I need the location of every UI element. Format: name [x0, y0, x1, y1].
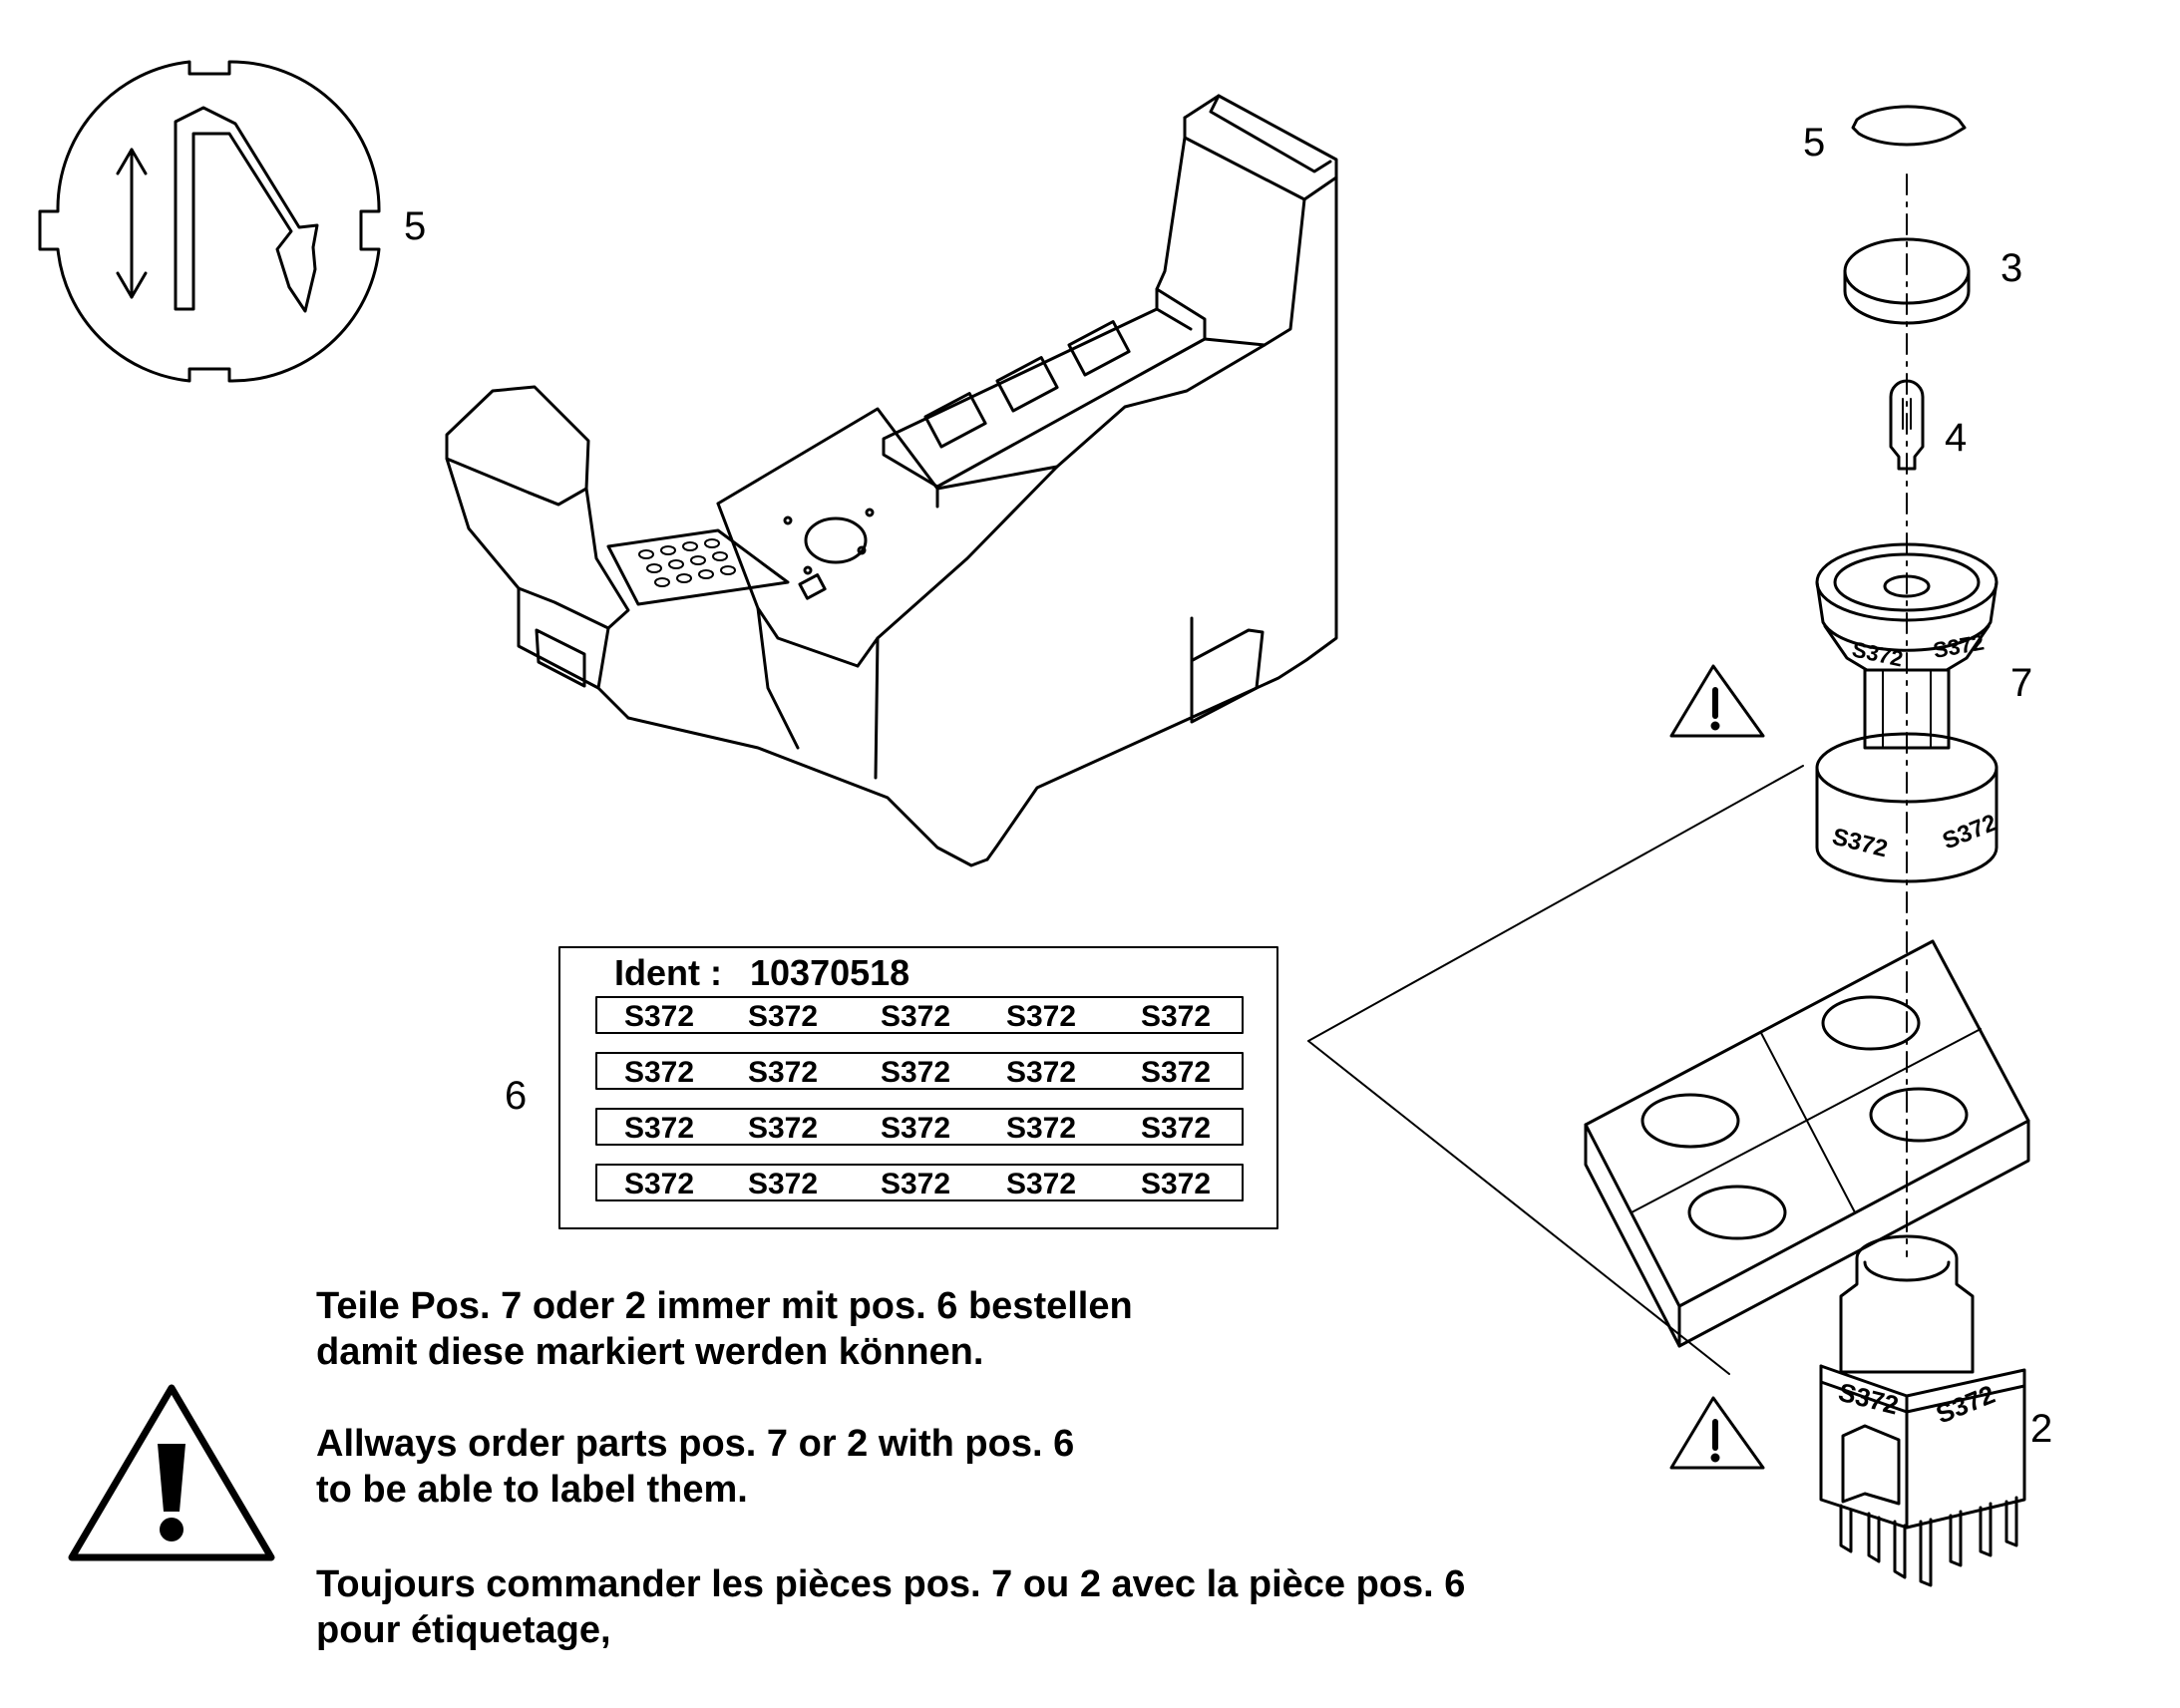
- label-cell: S372: [1006, 1112, 1076, 1145]
- part-marking: S372: [1932, 1379, 1999, 1430]
- part-marking: S372: [1836, 1377, 1902, 1421]
- part-marking: S372: [1830, 824, 1891, 863]
- label-cell: S372: [624, 1168, 694, 1200]
- label-cell: S372: [1006, 1056, 1076, 1089]
- part-marking: S372: [1939, 810, 2000, 855]
- callout-bulb: 4: [1945, 416, 1967, 460]
- note-en-line-1: Allways order parts pos. 7 or 2 with pos…: [316, 1423, 1075, 1465]
- note-en-line-2: to be able to label them.: [316, 1469, 748, 1511]
- callout-switch-module: 2: [2030, 1407, 2052, 1451]
- ident-number: 10370518: [750, 952, 909, 993]
- label-cell: S372: [1141, 1168, 1211, 1200]
- label-cell: S372: [881, 1000, 950, 1033]
- callout-cap-ring: 5: [1803, 121, 1825, 165]
- label-cell: S372: [748, 1000, 818, 1033]
- label-cell: S372: [748, 1056, 818, 1089]
- label-cell: S372: [881, 1168, 950, 1200]
- warning-triangle-icon: [1669, 664, 1765, 738]
- label-row: [595, 1164, 1244, 1201]
- label-cell: S372: [1141, 1112, 1211, 1145]
- callout-symbol-pos: 5: [404, 204, 426, 248]
- callout-lens: 3: [2000, 246, 2022, 290]
- operator-console-drawing: [445, 94, 1338, 867]
- warning-triangle-icon: [68, 1384, 275, 1561]
- label-cell: S372: [1141, 1056, 1211, 1089]
- label-cell: S372: [1006, 1168, 1076, 1200]
- label-cell: S372: [748, 1112, 818, 1145]
- note-french: Toujours commander les pièces pos. 7 ou …: [316, 1561, 1465, 1653]
- label-row: [595, 1052, 1244, 1090]
- ident-label: Ident :: [614, 952, 722, 993]
- label-cell: S372: [748, 1168, 818, 1200]
- label-cell: S372: [1006, 1000, 1076, 1033]
- note-german: Teile Pos. 7 oder 2 immer mit pos. 6 bes…: [316, 1283, 1133, 1375]
- label-cell: S372: [881, 1112, 950, 1145]
- label-row: [595, 1108, 1244, 1146]
- note-de-line-2: damit diese markiert werden können.: [316, 1331, 984, 1373]
- label-cell: S372: [624, 1056, 694, 1089]
- callout-label-sheet: 6: [505, 1074, 527, 1118]
- note-fr-line-2: pour étiquetage,: [316, 1609, 611, 1651]
- label-cell: S372: [624, 1000, 694, 1033]
- label-row: [595, 996, 1244, 1034]
- note-fr-line-1: Toujours commander les pièces pos. 7 ou …: [316, 1563, 1466, 1605]
- label-cell: S372: [881, 1056, 950, 1089]
- lift-symbol-icon: [38, 60, 381, 383]
- note-english: Allways order parts pos. 7 or 2 with pos…: [316, 1421, 1074, 1513]
- part-marking: S372: [1932, 629, 1987, 663]
- label-cell: S372: [1141, 1000, 1211, 1033]
- note-de-line-1: Teile Pos. 7 oder 2 immer mit pos. 6 bes…: [316, 1285, 1133, 1327]
- label-cell: S372: [624, 1112, 694, 1145]
- callout-switch-body: 7: [2010, 661, 2032, 705]
- switch-exploded-stack: S372 S372 S372 S372 S372 S372: [1307, 105, 2030, 1587]
- warning-triangle-icon: [1669, 1396, 1765, 1470]
